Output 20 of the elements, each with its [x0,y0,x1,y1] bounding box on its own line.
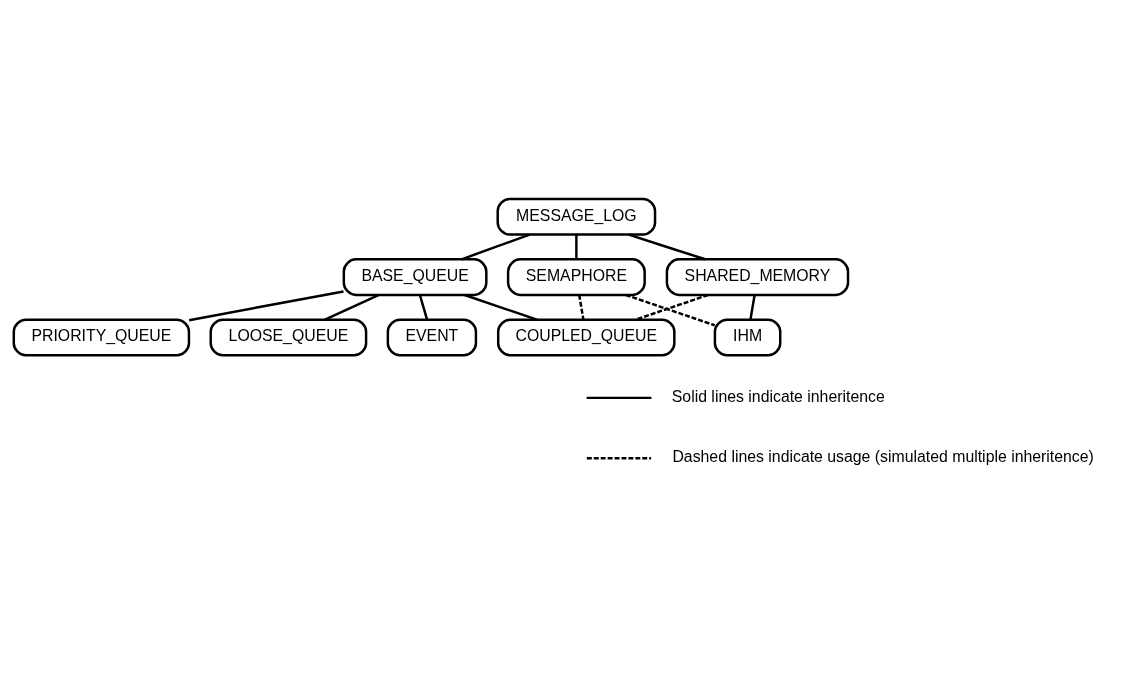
node-box: EVENT [386,317,478,357]
connector [625,293,716,326]
connector [749,294,756,320]
node-box: IHM [713,317,782,357]
connector [461,233,531,260]
connector [324,293,379,321]
connector [575,234,578,259]
node-box: SHARED_MEMORY [665,257,850,296]
legend-label: Solid lines indicate inheritence [671,387,885,405]
node-box: PRIORITY_QUEUE [12,317,191,357]
node-box: BASE_QUEUE [342,257,488,296]
node-box: SEMAPHORE [506,257,646,296]
legend-label: Dashed lines indicate usage (simulated multiple inheritence) [672,447,1094,465]
connector [578,294,585,320]
connector [418,294,429,320]
node-box: MESSAGE_LOG [496,197,657,236]
connector [628,232,706,260]
node-box: LOOSE_QUEUE [209,317,368,357]
connector [188,289,344,321]
node-box: COUPLED_QUEUE [496,317,676,357]
